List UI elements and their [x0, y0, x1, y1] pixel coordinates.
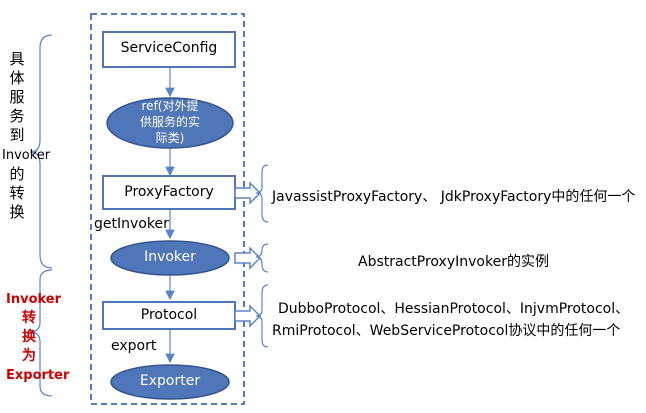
service-config-label: ServiceConfig [120, 40, 218, 56]
ref-oval [106, 97, 234, 149]
arrow-proxyfactory-note [234, 181, 262, 205]
left-char: 体 [9, 69, 25, 87]
left-char: 具 [9, 50, 25, 68]
left-char: 转 [22, 310, 36, 326]
protocol-box [102, 301, 236, 330]
ref-line-1: ref(对外提 [141, 99, 199, 113]
proxy-factory-label: ProxyFactory [124, 184, 214, 200]
left-char: 换 [9, 203, 25, 221]
ref-oval-label: ref(对外提 供服务的实 际类) [110, 98, 230, 146]
right-brace-3 [255, 284, 269, 348]
invoker-oval-label: Invoker [144, 249, 196, 265]
proxy-factory-box [102, 175, 236, 210]
left-char: 换 [22, 329, 36, 345]
right-brace-2 [255, 243, 269, 273]
left-char: 到 [9, 126, 25, 144]
left-brace-1 [29, 34, 53, 269]
right-brace-1 [255, 164, 269, 223]
left-label-group-1: 具 体 服 务 到 Invoker 的 转 换 [2, 50, 50, 222]
left-brace-2 [29, 269, 53, 397]
exporter-oval-label: Exporter [139, 373, 201, 389]
ref-line-2: 供服务的实 [139, 115, 200, 129]
invoker-oval [110, 240, 230, 276]
export-label: export [111, 338, 157, 354]
left-char: 服 [9, 88, 25, 106]
exporter-oval [110, 364, 230, 400]
ref-line-3: 际类) [155, 131, 185, 145]
left-word: Invoker [2, 148, 51, 163]
left-char: 为 [22, 348, 36, 364]
service-config-box [102, 31, 236, 68]
left-word: Invoker [6, 292, 62, 307]
left-char: 的 [9, 165, 25, 183]
left-label-group-2: Invoker 转 换 为 Exporter [6, 290, 69, 385]
arrow-protocol-note [234, 304, 262, 328]
left-word: Exporter [6, 368, 70, 383]
arrow-invoker-note [234, 246, 262, 270]
left-char: 转 [9, 184, 25, 202]
get-invoker-label: getInvoker [94, 216, 169, 232]
dashed-container [90, 13, 245, 405]
proxy-factory-note: JavassistProxyFactory、 JdkProxyFactory中的… [272, 189, 636, 205]
invoker-note: AbstractProxyInvoker的实例 [358, 254, 549, 270]
protocol-note-line-2: RmiProtocol、WebServiceProtocol协议中的任何一个 [272, 323, 621, 339]
protocol-label: Protocol [140, 307, 198, 323]
left-char: 务 [9, 107, 25, 125]
protocol-note-line-1: DubboProtocol、HessianProtocol、InjvmProto… [278, 301, 630, 317]
